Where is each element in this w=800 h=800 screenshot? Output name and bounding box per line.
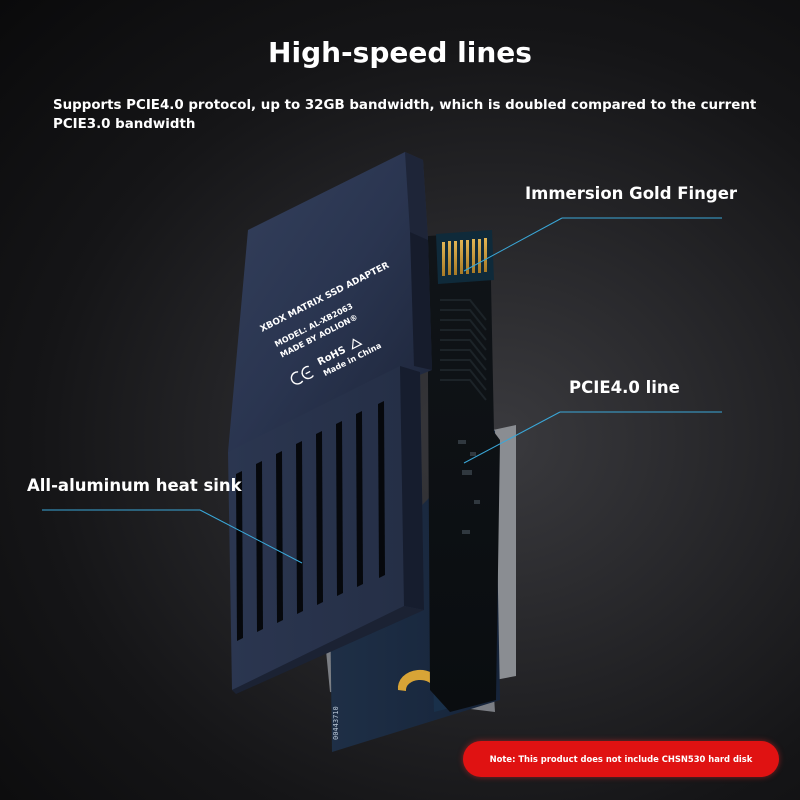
svg-text:00443710: 00443710	[332, 706, 340, 740]
note-text: Note: This product does not include CHSN…	[489, 754, 753, 764]
heat-sink-callout-line	[42, 509, 303, 564]
callout-lines	[42, 217, 722, 564]
heat-sink-block	[228, 366, 424, 694]
recycle-icon	[351, 338, 363, 350]
gold-finger-connector	[436, 230, 494, 284]
gold-finger-callout-line	[463, 217, 722, 272]
adapter-pcb	[428, 232, 500, 712]
callout-pcie-line: PCIE4.0 line	[569, 378, 680, 397]
page-subtitle: Supports PCIE4.0 protocol, up to 32GB ba…	[53, 98, 757, 132]
heat-sink-slots	[236, 401, 385, 641]
ce-mark-icon	[290, 365, 314, 385]
callout-gold-finger: Immersion Gold Finger	[525, 184, 738, 203]
note-badge: Note: This product does not include CHSN…	[463, 741, 779, 777]
page-title: High-speed lines	[268, 36, 532, 69]
pcie-callout-line	[463, 411, 722, 464]
callout-heat-sink: All-aluminum heat sink	[27, 476, 242, 495]
